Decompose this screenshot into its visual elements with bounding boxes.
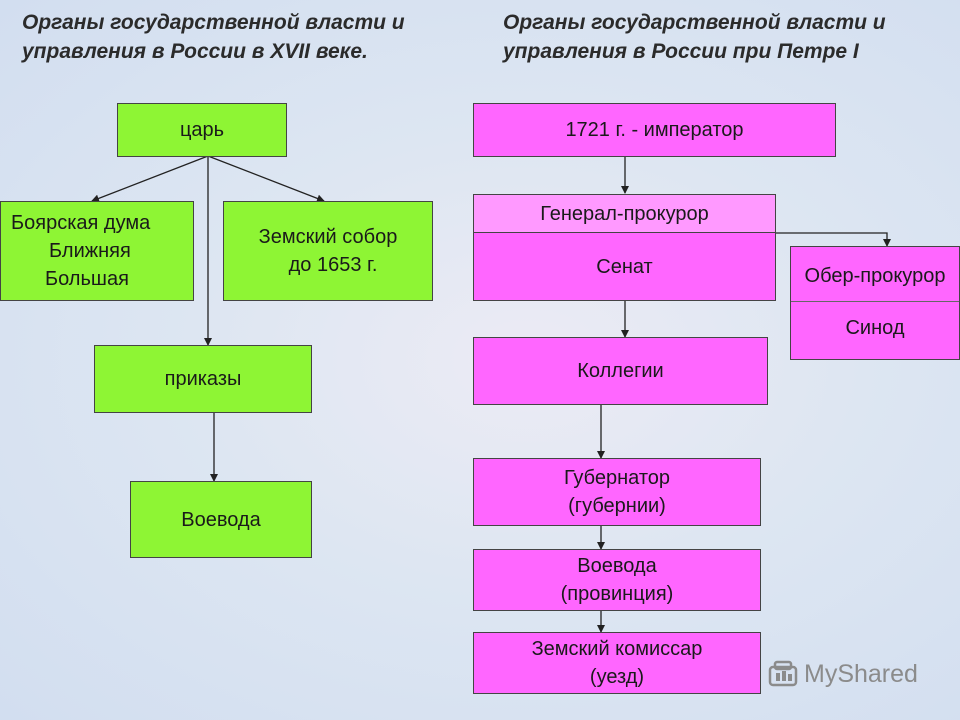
myshared-watermark: MyShared <box>768 656 918 692</box>
myshared-logo-icon <box>768 660 798 687</box>
duma-line-1: Боярская дума <box>11 212 151 234</box>
left-title-line-1: Органы государственной власти и <box>22 11 405 34</box>
general-prokuror-box: Генерал-прокурор <box>473 194 776 233</box>
senat-label: Сенат <box>596 255 653 278</box>
komissar-line-2: (уезд) <box>589 666 645 688</box>
right-title-line-1: Органы государственной власти и <box>503 11 886 34</box>
voevoda-right-box: Воевода (провинция) <box>473 549 761 611</box>
sobor-line-1: Земский собор <box>258 226 398 248</box>
left-title-line-2: управления в России в XVII веке. <box>22 40 368 63</box>
ober-prokuror-label: Обер-прокурор <box>804 265 946 287</box>
sobor-line-2: до 1653 г. <box>288 254 378 276</box>
voevoda-right-line-2: (провинция) <box>560 583 674 605</box>
voevoda-right-line-1: Воевода <box>577 555 657 577</box>
kollegii-label: Коллегии <box>577 360 664 382</box>
tsar-box: царь <box>117 103 287 157</box>
senat-box: Сенат <box>473 232 776 301</box>
zemsky-komissar-box: Земский комиссар (уезд) <box>473 632 761 694</box>
gubernator-box: Губернатор (губернии) <box>473 458 761 526</box>
ober-prokuror-box: Обер-прокурор Синод <box>790 246 960 360</box>
tsar-label: царь <box>179 119 225 141</box>
sinod-label: Синод <box>845 317 905 339</box>
arrow-tsar-to-duma <box>91 155 209 203</box>
voevoda-left-box: Воевода <box>130 481 312 558</box>
voevoda-left-label: Воевода <box>181 508 261 531</box>
emperor-label: 1721 г. - император <box>565 119 744 141</box>
duma-line-2: Ближняя <box>49 240 131 262</box>
prikazy-label: приказы <box>164 368 242 390</box>
kollegii-box: Коллегии <box>473 337 768 405</box>
right-title-line-2: управления в России при Петре I <box>503 40 859 63</box>
gubernator-line-1: Губернатор <box>563 467 671 489</box>
boyar-duma-box: Боярская дума Ближняя Большая <box>0 201 194 301</box>
komissar-line-1: Земский комиссар <box>531 638 703 660</box>
ober-sinod-divider <box>791 301 959 302</box>
gubernator-line-2: (губернии) <box>568 495 666 517</box>
prikazy-box: приказы <box>94 345 312 413</box>
duma-line-3: Большая <box>45 268 129 290</box>
zemsky-sobor-box: Земский собор до 1653 г. <box>223 201 433 301</box>
general-prokuror-label: Генерал-прокурор <box>540 202 709 225</box>
left-diagram-title: Органы государственной власти и управлен… <box>22 8 405 66</box>
watermark-text: MyShared <box>804 659 918 688</box>
emperor-box: 1721 г. - император <box>473 103 836 157</box>
arrow-senat-to-sinod <box>775 232 891 247</box>
arrow-tsar-to-sobor <box>207 155 325 203</box>
right-diagram-title: Органы государственной власти и управлен… <box>503 8 886 66</box>
